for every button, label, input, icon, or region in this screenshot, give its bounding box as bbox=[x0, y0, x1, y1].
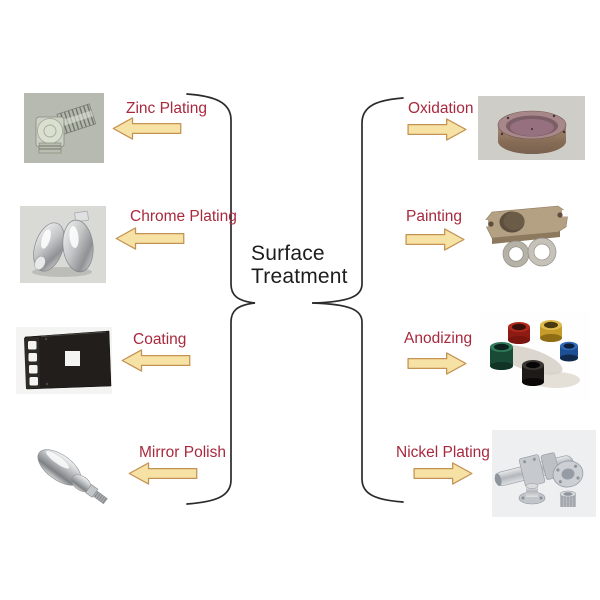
left-brace-icon bbox=[186, 93, 256, 505]
photo-nickel-plated-parts bbox=[492, 430, 596, 517]
left-arrow-icon bbox=[115, 227, 185, 250]
diagram-title: Surface Treatment bbox=[251, 242, 348, 288]
photo-oxidized-cup bbox=[478, 96, 585, 160]
right-arrow-icon bbox=[407, 352, 467, 375]
right-arrow-icon bbox=[407, 118, 467, 141]
label-coating: Coating bbox=[133, 331, 187, 348]
photo-zinc-plated-elbow-fitting bbox=[24, 93, 104, 163]
diagram-title-line1: Surface bbox=[251, 242, 325, 265]
label-oxidation: Oxidation bbox=[408, 100, 474, 117]
right-brace-icon bbox=[311, 97, 404, 503]
label-mirror-polish: Mirror Polish bbox=[139, 444, 226, 461]
label-chrome-plating: Chrome Plating bbox=[130, 208, 237, 225]
photo-painted-clamp-with-rings bbox=[478, 200, 573, 272]
photo-anodized-color-rings bbox=[480, 312, 590, 400]
label-painting: Painting bbox=[406, 208, 463, 225]
photo-mirror-polished-handle bbox=[28, 442, 120, 514]
photo-chrome-plated-parts bbox=[20, 206, 106, 283]
left-arrow-icon bbox=[121, 349, 191, 372]
label-anodizing: Anodizing bbox=[404, 330, 473, 347]
label-nickel-plating: Nickel Plating bbox=[396, 444, 490, 461]
left-arrow-icon bbox=[128, 462, 198, 485]
photo-black-coated-bracket bbox=[16, 327, 112, 394]
label-zinc-plating: Zinc Plating bbox=[126, 100, 207, 117]
right-arrow-icon bbox=[413, 462, 473, 485]
diagram-title-line2: Treatment bbox=[251, 265, 348, 288]
left-arrow-icon bbox=[112, 117, 182, 140]
right-arrow-icon bbox=[405, 228, 465, 251]
